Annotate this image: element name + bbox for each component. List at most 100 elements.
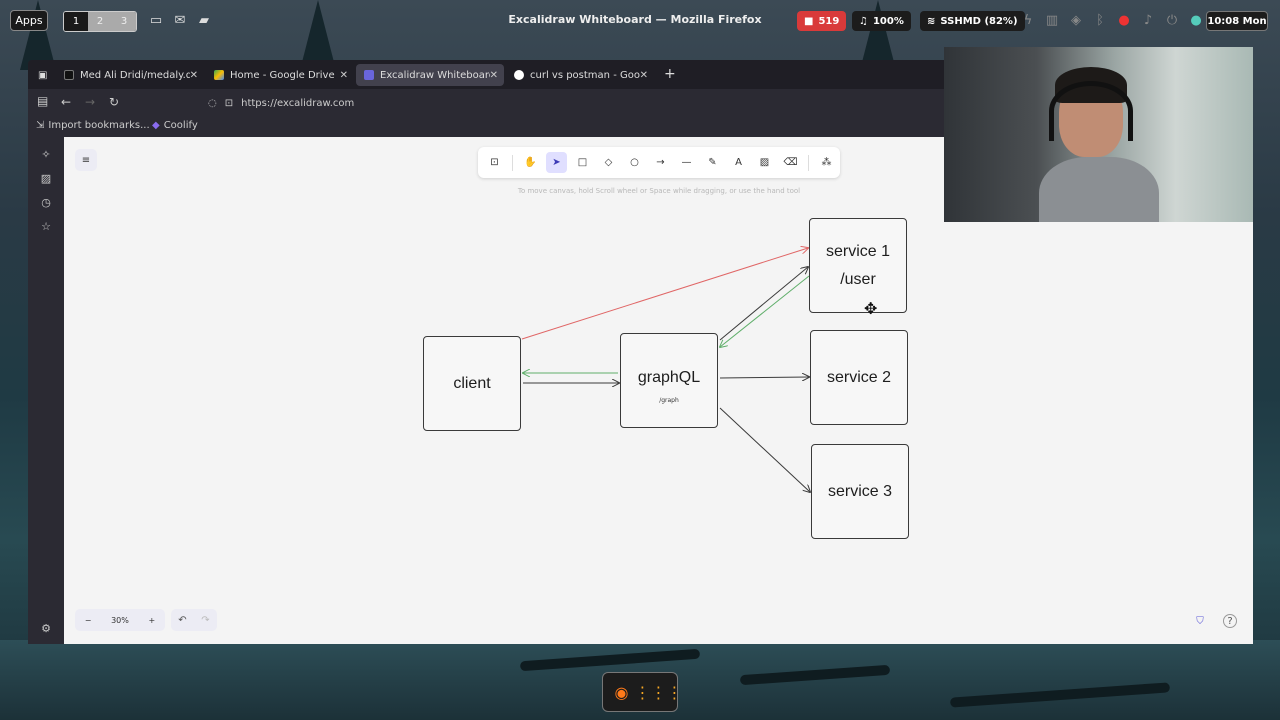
close-icon[interactable]: ✕ xyxy=(639,69,648,81)
workspace-2[interactable]: 2 xyxy=(88,12,112,31)
tab-google-drive[interactable]: Home - Google Drive ✕ xyxy=(206,64,354,86)
hand-tool-icon[interactable]: ✋ xyxy=(524,157,537,168)
layers-icon[interactable]: ◈ xyxy=(1071,12,1081,28)
line-tool-icon[interactable]: — xyxy=(681,157,692,168)
firefox-icon[interactable]: ◉ xyxy=(614,682,629,702)
app-grid-icon[interactable]: ⋮⋮⋮ xyxy=(634,682,683,702)
help-icon[interactable]: ? xyxy=(1223,614,1237,628)
clock[interactable]: 10:08 Mon xyxy=(1206,11,1268,31)
volume-indicator[interactable]: ♫ 100% xyxy=(852,11,911,31)
window-title: Excalidraw Whiteboard — Mozilla Firefox xyxy=(508,13,762,26)
lock-icon[interactable]: ⊡ xyxy=(224,97,234,109)
sidebar-toggle-icon[interactable]: ▤ xyxy=(37,94,49,108)
history-icon[interactable]: ◷ xyxy=(41,195,51,209)
node-sublabel: /graph xyxy=(659,397,679,404)
node-sublabel: /user xyxy=(840,270,876,288)
excalidraw-toolbar: ⊡ ✋ ➤ □ ◇ ○ → — ✎ A ▨ ⌫ ⁂ xyxy=(478,147,840,178)
bookmarks-icon[interactable]: ☆ xyxy=(41,219,51,233)
google-drive-icon xyxy=(214,70,224,80)
window-icon[interactable]: ▭ xyxy=(149,12,163,28)
arrow-service1-to-graphql[interactable] xyxy=(720,275,810,347)
arrow-graphql-to-service3[interactable] xyxy=(719,407,810,492)
user-icon[interactable]: ● xyxy=(1190,12,1202,28)
url-text: https://excalidraw.com xyxy=(241,97,355,109)
new-tab-button[interactable]: + xyxy=(664,66,676,82)
pencil-tool-icon[interactable]: ✎ xyxy=(708,157,717,168)
shield-icon[interactable]: ◌ xyxy=(208,97,217,109)
tab-github[interactable]: Med Ali Dridi/medaly.dr ✕ xyxy=(56,64,204,86)
bell-icon[interactable]: ♪ xyxy=(1143,12,1153,28)
system-top-bar: Apps 1 2 3 ▭ ✉ ▰ Excalidraw Whiteboard —… xyxy=(0,0,1280,42)
node-client[interactable]: client xyxy=(423,336,521,431)
bookmark-import[interactable]: ⇲ Import bookmarks... xyxy=(36,120,150,131)
tab-list-icon[interactable]: ▣ xyxy=(38,69,48,81)
coolify-icon: ◆ xyxy=(152,120,160,131)
bolt-icon[interactable]: ϟ xyxy=(1023,12,1033,28)
wifi-icon: ≋ xyxy=(927,15,936,27)
node-label: graphQL xyxy=(637,369,701,386)
mail-icon[interactable]: ✉ xyxy=(174,12,186,28)
settings-icon[interactable]: ⚙ xyxy=(41,621,51,635)
apps-button[interactable]: Apps xyxy=(10,10,48,31)
app-indicator-icon[interactable]: ● xyxy=(1118,12,1130,28)
node-label: service 2 xyxy=(826,368,892,386)
bookmark-label: Coolify xyxy=(163,120,198,131)
node-graphql[interactable]: graphQL /graph xyxy=(620,333,718,428)
ellipse-tool-icon[interactable]: ○ xyxy=(630,157,639,168)
workspace-switcher: 1 2 3 xyxy=(63,11,137,32)
arrow-graphql-to-service2[interactable] xyxy=(719,377,809,378)
arrow-graphql-to-service1[interactable] xyxy=(719,267,808,341)
close-icon[interactable]: ✕ xyxy=(489,69,498,81)
extra-tools-icon[interactable]: ⁂ xyxy=(821,157,832,168)
tab-excalidraw[interactable]: Excalidraw Whiteboard ✕ xyxy=(356,64,504,86)
close-icon[interactable]: ✕ xyxy=(339,69,348,81)
workspace-3[interactable]: 3 xyxy=(112,12,136,31)
zoom-out-button[interactable]: − xyxy=(84,615,92,625)
wifi-indicator[interactable]: ≋ SSHMD (82%) xyxy=(920,11,1025,31)
diamond-tool-icon[interactable]: ◇ xyxy=(604,157,613,168)
folder-icon[interactable]: ▰ xyxy=(199,12,209,28)
workspace-1[interactable]: 1 xyxy=(64,12,88,31)
image-tool-icon[interactable]: ▨ xyxy=(759,157,770,168)
webcam-person xyxy=(1039,67,1159,222)
reload-button[interactable]: ↻ xyxy=(109,95,120,109)
canvas-hint: To move canvas, hold Scroll wheel or Spa… xyxy=(517,187,801,195)
zoom-in-button[interactable]: + xyxy=(148,615,156,625)
power-icon[interactable]: ⏻ xyxy=(1166,12,1178,28)
rectangle-tool-icon[interactable]: □ xyxy=(577,157,588,168)
forward-button[interactable]: → xyxy=(85,95,96,109)
synced-tabs-icon[interactable]: ▨ xyxy=(40,171,52,185)
ai-chatbot-icon[interactable]: ✧ xyxy=(41,147,51,161)
node-service-3[interactable]: service 3 xyxy=(811,444,909,539)
tab-label: Excalidraw Whiteboard xyxy=(380,69,490,81)
notification-badge[interactable]: ■ 519 xyxy=(797,11,847,31)
notification-icon: ■ xyxy=(804,15,814,27)
encryption-shield-icon[interactable]: ⛉ xyxy=(1196,615,1204,627)
node-service-1[interactable]: service 1 /user xyxy=(809,218,907,313)
selection-tool-icon[interactable]: ➤ xyxy=(546,152,567,173)
zoom-level[interactable]: 30% xyxy=(111,615,129,625)
text-tool-icon[interactable]: A xyxy=(735,157,742,168)
bluetooth-icon[interactable]: ᛒ xyxy=(1096,12,1104,28)
redo-button[interactable]: ↷ xyxy=(201,614,210,626)
node-service-2[interactable]: service 2 xyxy=(810,330,908,425)
bookmark-coolify[interactable]: ◆ Coolify xyxy=(152,120,198,131)
undo-button[interactable]: ↶ xyxy=(178,614,187,626)
lock-tool-icon[interactable]: ⊡ xyxy=(490,157,499,168)
arrow-tool-icon[interactable]: → xyxy=(656,157,665,168)
close-icon[interactable]: ✕ xyxy=(189,69,198,81)
back-button[interactable]: ← xyxy=(61,95,72,109)
node-label: service 1 xyxy=(825,242,891,260)
toolbar-divider xyxy=(808,154,809,171)
url-bar[interactable]: ◌ ⊡ https://excalidraw.com xyxy=(202,92,1002,114)
tab-google-search[interactable]: curl vs postman - Googl ✕ xyxy=(506,64,654,86)
chart-icon[interactable]: ▥ xyxy=(1045,12,1059,28)
main-menu-button[interactable]: ≡ xyxy=(75,149,97,171)
tab-label: curl vs postman - Googl xyxy=(530,69,640,81)
arrow-client-to-service1[interactable] xyxy=(521,248,808,340)
import-icon: ⇲ xyxy=(36,120,45,131)
node-label: service 3 xyxy=(827,482,893,500)
history-controls: ↶ ↷ xyxy=(171,609,217,631)
tab-label: Home - Google Drive xyxy=(230,69,335,81)
eraser-tool-icon[interactable]: ⌫ xyxy=(783,157,798,168)
